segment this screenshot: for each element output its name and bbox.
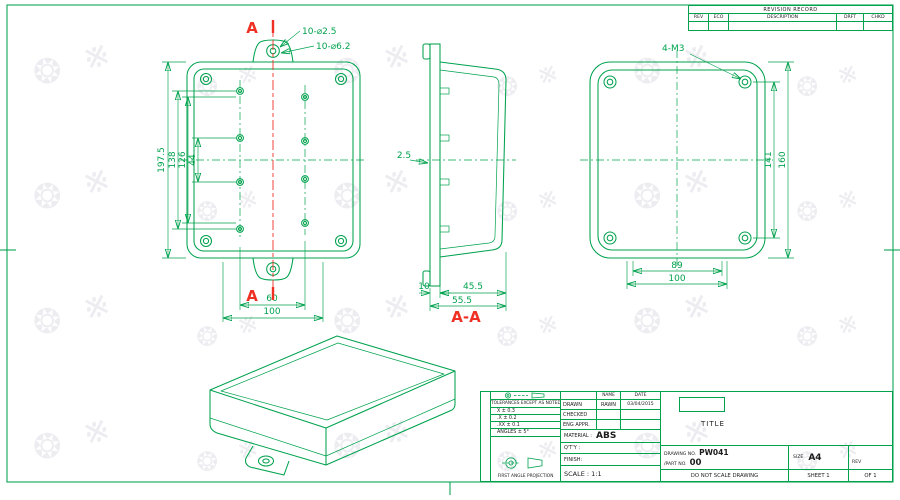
section-view-dimensions xyxy=(409,160,507,311)
approval-block: NAME DATE DRAWN RAWN 03/04/2015 CHECKED … xyxy=(561,392,661,481)
approval-header-name: NAME xyxy=(597,392,621,399)
material-value: ABS xyxy=(596,431,617,441)
dim-wall-2-5: 2.5 xyxy=(397,151,411,161)
drawing-no-value: PW041 xyxy=(699,447,729,457)
drawing-number-cell: DRAWING NO. PW041 /PART NO. 00 xyxy=(661,446,789,469)
part-no-value: 00 xyxy=(689,457,702,468)
title-area: TITLE DRAWING NO. PW041 /PART NO. 00 SIZ… xyxy=(661,392,892,481)
dim-height-141: 141 xyxy=(764,151,774,168)
drawn-name: RAWN xyxy=(597,400,621,409)
qty-row: Q'T'Y : xyxy=(561,443,660,454)
material-label: MATERIAL : xyxy=(564,433,592,439)
back-view: 4-M3 141 160 89 100 xyxy=(580,44,794,289)
do-not-scale-note: DO NOT SCALE DRAWING xyxy=(661,469,789,481)
dim-width-100-back: 100 xyxy=(668,274,685,284)
hole-callout-6-2: 10-⌀6.2 xyxy=(316,42,350,52)
checked-row: CHECKED xyxy=(561,410,660,420)
angles-tolerance: ANGLES ± 5° xyxy=(491,429,560,437)
revision-empty-cell xyxy=(689,22,709,30)
checked-label: CHECKED xyxy=(561,410,597,419)
drawing-no-label: DRAWING NO. xyxy=(664,451,697,457)
drawn-label: DRAWN xyxy=(561,400,597,409)
revision-col-description: DESCRIPTION xyxy=(729,14,837,21)
projection-glyphs xyxy=(491,392,560,400)
size-label: SIZE xyxy=(793,455,804,460)
front-view: 197.5 138 126 44 60 100 10-⌀2.5 10-⌀6.2 … xyxy=(157,19,367,322)
section-label: A-A xyxy=(451,308,481,326)
revision-col-drft: DRFT xyxy=(837,14,864,21)
back-view-dimensions xyxy=(626,53,794,289)
revision-empty-cell xyxy=(729,22,837,30)
checked-name xyxy=(597,410,621,419)
dim-flange-10: 10 xyxy=(418,282,430,292)
title-block: TOLERANCES EXCEPT AS NOTED X ± 0.3 .X ± … xyxy=(480,391,893,482)
eng-appr-name xyxy=(597,420,621,429)
revision-col-eco: ECO xyxy=(709,14,729,21)
section-marker-bottom: A xyxy=(246,287,258,305)
eng-appr-row: ENG APPR. xyxy=(561,420,660,430)
rev-label: REV xyxy=(852,460,862,465)
dim-height-138: 138 xyxy=(168,151,178,168)
revision-record-table: REVISION RECORD REV ECO DESCRIPTION DRFT… xyxy=(688,5,893,31)
section-cut-line: A A xyxy=(246,19,275,305)
section-marker-top: A xyxy=(246,19,258,37)
scale-row: SCALE : 1:1 xyxy=(564,469,602,478)
tolerance-row-3: .XX ± 0.1 xyxy=(491,422,560,429)
rev-cell: REV xyxy=(849,446,892,469)
approval-header-blank xyxy=(561,392,597,399)
revision-empty-cell xyxy=(709,22,729,30)
sheet-border xyxy=(0,4,900,495)
sheet-cell: SHEET 1 xyxy=(789,469,849,481)
approval-header-row: NAME DATE xyxy=(561,392,660,400)
revision-empty-cell xyxy=(864,22,892,30)
checked-date xyxy=(621,410,660,419)
dim-body-45-5: 45.5 xyxy=(463,282,483,292)
section-view: 2.5 10 45.5 55.5 A-A xyxy=(397,43,516,326)
dim-height-160: 160 xyxy=(778,151,788,168)
hole-callout-2-5: 10-⌀2.5 xyxy=(302,27,336,37)
dim-height-197-5: 197.5 xyxy=(157,147,167,173)
eng-appr-label: ENG APPR. xyxy=(561,420,597,429)
material-row: MATERIAL : ABS xyxy=(561,430,660,443)
isometric-view xyxy=(209,335,456,476)
tolerance-block: TOLERANCES EXCEPT AS NOTED X ± 0.3 .X ± … xyxy=(491,392,561,481)
finish-row: FINISH: xyxy=(561,454,660,466)
dim-overall-55-5: 55.5 xyxy=(452,296,472,306)
tolerances-title: TOLERANCES EXCEPT AS NOTED xyxy=(491,401,560,408)
dim-width-100: 100 xyxy=(263,307,280,317)
size-value: A4 xyxy=(808,452,822,463)
revision-record-title: REVISION RECORD xyxy=(689,6,892,14)
projection-cell: FIRST ANGLE PROJECTION xyxy=(491,437,560,481)
projection-label: FIRST ANGLE PROJECTION xyxy=(497,474,554,479)
part-no-label: /PART NO. xyxy=(664,461,687,467)
size-cell: SIZE A4 xyxy=(789,446,849,469)
dim-height-126: 126 xyxy=(178,151,188,168)
logo-box xyxy=(679,397,725,412)
dim-height-44: 44 xyxy=(188,154,198,166)
dim-width-89: 89 xyxy=(671,261,683,271)
revision-empty-cell xyxy=(837,22,864,30)
tolerance-row-2: .X ± 0.2 xyxy=(491,415,560,422)
front-view-dimensions xyxy=(162,30,324,322)
drawn-row: DRAWN RAWN 03/04/2015 xyxy=(561,400,660,410)
eng-appr-date xyxy=(621,420,660,429)
sheet-of-cell: OF 1 xyxy=(849,469,892,481)
first-angle-projection-symbol xyxy=(501,457,542,469)
revision-col-chkd: CHKD xyxy=(871,15,885,20)
title-label: TITLE xyxy=(701,420,725,428)
title-block-side-strip xyxy=(481,392,491,481)
revision-record-empty-row xyxy=(689,22,892,30)
drawing-number-block: DRAWING NO. PW041 /PART NO. 00 SIZE A4 R… xyxy=(661,445,892,481)
thread-callout-4-m3: 4-M3 xyxy=(662,44,684,54)
revision-record-header-row: REV ECO DESCRIPTION DRFT CHKD xyxy=(689,14,892,22)
revision-col-rev: REV xyxy=(689,14,709,21)
approval-header-date: DATE xyxy=(634,393,647,398)
drawn-date: 03/04/2015 xyxy=(627,402,654,407)
tolerance-row-1: X ± 0.3 xyxy=(491,408,560,415)
